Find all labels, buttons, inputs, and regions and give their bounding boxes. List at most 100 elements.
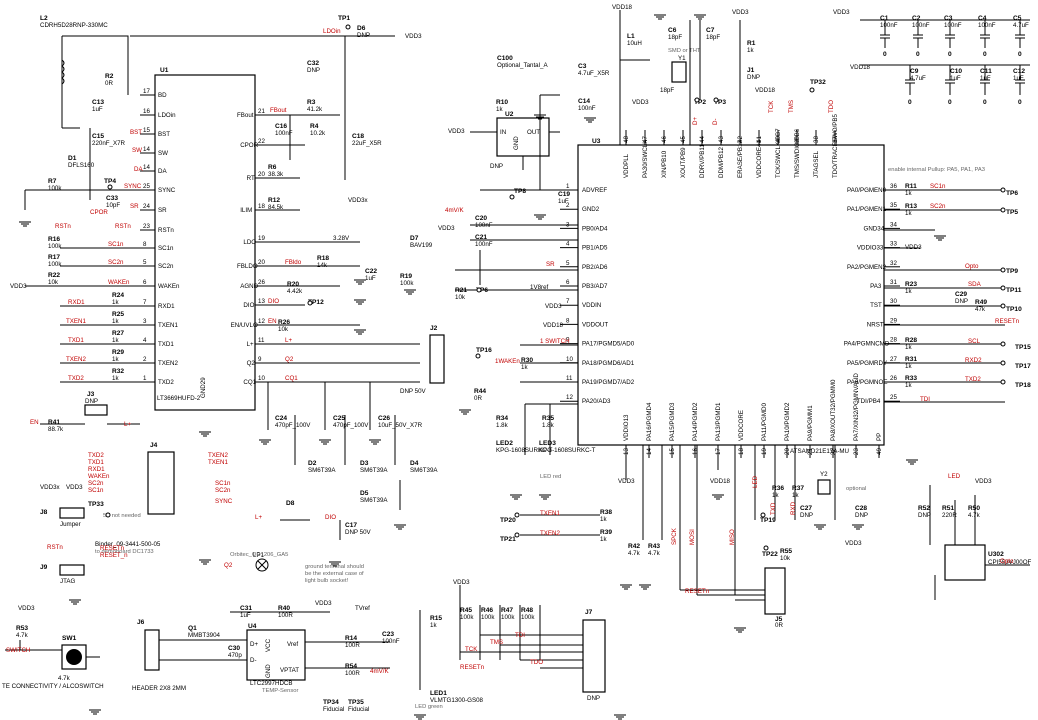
u3-pin-num: 8 — [566, 317, 570, 324]
net-sc2n: SC2n — [108, 259, 124, 266]
u3-pin-num: 43 — [718, 136, 725, 143]
u3-pin-name: TST — [870, 302, 882, 309]
u3-pin-name: PA0/PGMEN0 — [847, 187, 887, 194]
vdd3-u4: VDD3 — [315, 600, 332, 607]
vdd3-opto: VDD3 — [975, 478, 992, 485]
vdd18-bottom: VDD18 — [710, 478, 731, 485]
net-tck-top: TCK — [768, 100, 775, 113]
u3-pullup-note: enable internal Pullup: PA5, PA1, PA3 — [888, 167, 985, 173]
component-ref: J1 — [747, 67, 755, 74]
component-value: 88.7k — [48, 426, 64, 433]
u3-pin-name: XIN/PB10 — [661, 150, 668, 178]
component-ref: D2 — [308, 460, 317, 467]
component-value: 4.7uF — [910, 75, 926, 82]
component-ref: LED2 — [496, 440, 513, 447]
component-value: DNP — [747, 74, 760, 81]
u2-dnp: DNP — [490, 163, 503, 170]
net-en: EN — [30, 419, 39, 426]
component-value: 1k — [521, 364, 528, 371]
j6-body — [144, 629, 160, 671]
component-ref: R16 — [48, 236, 60, 243]
u1-pin-name: TXEN2 — [158, 360, 179, 367]
u3-pin-num: 29 — [890, 317, 897, 324]
net-switch-u3: 1 SWITCH — [540, 338, 570, 345]
component-value: 1uF — [558, 198, 569, 205]
u3-pin-name: NRST — [867, 321, 884, 328]
component-value: DFLS160 — [68, 162, 95, 169]
net-led-r: LED — [948, 473, 961, 480]
supply-labels: VDD3 VDD18 VDD3 VDD3 VDD18 VDD3 VDD18 VD… — [10, 4, 992, 612]
component-ref: C16 — [275, 123, 287, 130]
u1-pin-name: L+ — [247, 341, 254, 348]
component-ref: R35 — [542, 415, 554, 422]
component-value: 10pF — [106, 202, 120, 209]
net-lplus-2: L+ — [285, 337, 292, 344]
component-ref: R45 — [460, 607, 472, 614]
u4-pin-dm: D- — [250, 657, 257, 664]
vdd3x-u1: VDD3x — [348, 197, 369, 204]
net-lplus: L+ — [124, 421, 131, 428]
u1-pin-name: RT — [247, 175, 255, 182]
component-ref: R2 — [105, 73, 114, 80]
component-ref: R49 — [975, 299, 987, 306]
u1-pin-name: TXD2 — [158, 379, 174, 386]
j4-txd2: TXD2 — [88, 452, 104, 459]
component-ref: C15 — [92, 133, 104, 140]
testpoint-icon — [107, 184, 113, 190]
component-ref: D4 — [410, 460, 419, 467]
u3-pin-name: VDDIN — [582, 302, 601, 309]
j4-txen2: TXEN2 — [208, 452, 229, 459]
u3-pin-num: 45 — [680, 136, 687, 143]
u1-pin-name: BD — [158, 92, 167, 99]
u3-pin-name: PA3 — [870, 283, 882, 290]
net-sc2n-u3: SC2n — [930, 203, 946, 210]
component-value: KPG-1608SURKC-T — [539, 447, 596, 454]
u3-pin-name: GND2 — [582, 206, 600, 213]
net-txd1: TXD1 — [68, 337, 84, 344]
component-value: 100R — [345, 642, 360, 649]
u3-pin-num: 48 — [623, 136, 630, 143]
testpoint-icon — [1000, 267, 1006, 273]
net-resetn-j5: RESETn — [685, 588, 710, 595]
u1-pin-name: EN/UVLO — [231, 322, 258, 329]
component-value: 1k — [496, 106, 503, 113]
u1-pin-num: 26 — [258, 279, 265, 286]
u4-pin-vcc: VCC — [265, 638, 272, 652]
component-value: 1uF — [1013, 75, 1024, 82]
u3-pin-name: PA18/PGMD6/AD1 — [582, 360, 635, 367]
u3-pin-num: 10 — [566, 356, 573, 363]
u1-pin-num: 24 — [143, 203, 150, 210]
vdd3-j8: VDD3 — [66, 484, 83, 491]
component-ref: TP10 — [1006, 306, 1022, 313]
net-rstn: RSTn — [115, 223, 131, 230]
u3-top-pins: 48VDDPLL47PA30/SWCLK46XIN/PB1045XOUT/PB9… — [623, 113, 839, 178]
j8-body — [59, 507, 85, 519]
u3-pin-name: PA4/PGMNCMD — [844, 341, 890, 348]
component-ref: TP33 — [88, 501, 104, 508]
u3-pin-name: PA8/XOUT32/PGMM0 — [830, 379, 837, 441]
component-value: Fiducial — [323, 706, 344, 713]
j8-val: Jumper — [60, 521, 81, 528]
component-value: 100R — [345, 670, 360, 677]
net-scl: SCL — [968, 338, 981, 345]
net-resetn-jtag: RESETn — [460, 664, 485, 671]
u3-pin-num: 28 — [890, 337, 897, 344]
u1-pin-name: BST — [158, 131, 170, 138]
u1-pin-num: 15 — [143, 127, 150, 134]
testpoint-icon — [509, 194, 515, 200]
j9-ref: J9 — [40, 564, 48, 571]
component-ref: D6 — [357, 25, 366, 32]
net-d-plus: D+ — [692, 117, 699, 125]
component-value: 41.2k — [307, 106, 323, 113]
component-ref: TP21 — [500, 536, 516, 543]
ground-zero: 0 — [916, 51, 920, 58]
net-cq1: CQ1 — [285, 375, 298, 382]
component-ref: TP8 — [514, 188, 526, 195]
u1-pin-num: 11 — [258, 337, 265, 344]
component-ref: R34 — [496, 415, 508, 422]
component-value: 18pF — [668, 34, 682, 41]
ground-zero: 0 — [1018, 51, 1022, 58]
component-value: 4.7k — [968, 512, 981, 519]
component-value: 1k — [600, 536, 607, 543]
net-sda: SDA — [968, 281, 982, 288]
